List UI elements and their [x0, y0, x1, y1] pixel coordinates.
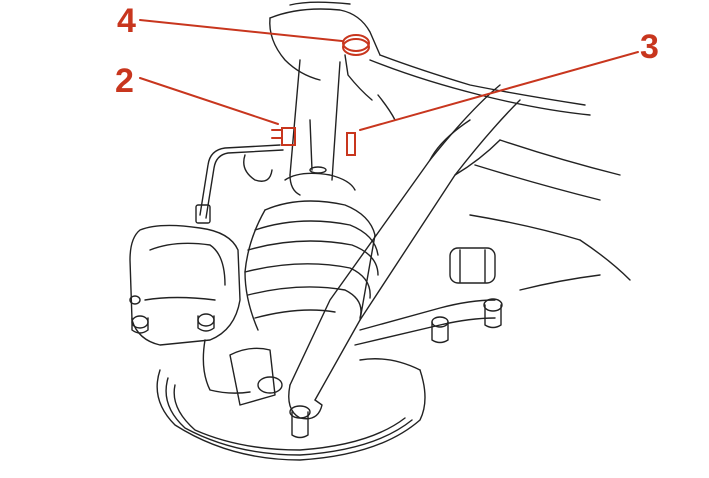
wheel-hub — [156, 339, 426, 461]
brake-caliper — [129, 224, 241, 346]
callout-3-marker — [346, 51, 639, 156]
strut-assembly — [244, 54, 396, 331]
brake-hose — [195, 144, 284, 224]
lower-bolts — [289, 298, 503, 439]
callout-label-3: 3 — [640, 28, 659, 66]
stabilizer-link — [354, 247, 496, 346]
callout-2-marker — [139, 77, 296, 146]
callout-label-2: 2 — [115, 62, 134, 100]
vehicle-frame — [269, 1, 631, 291]
callout-4-marker — [139, 19, 370, 56]
callout-label-4: 4 — [117, 2, 136, 40]
